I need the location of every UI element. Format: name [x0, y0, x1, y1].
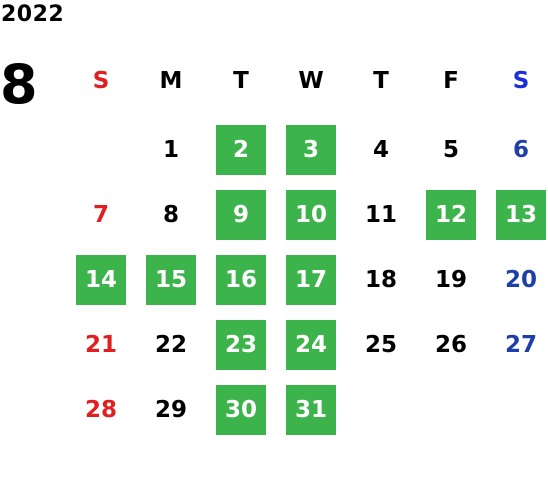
calendar-day[interactable]: 7	[92, 202, 109, 228]
calendar-day[interactable]: 5	[442, 137, 459, 163]
calendar-day-highlighted[interactable]: 24	[286, 320, 336, 370]
weekday-header: T	[373, 68, 389, 94]
calendar-day-highlighted[interactable]: 16	[216, 255, 266, 305]
calendar-day[interactable]: 8	[162, 202, 179, 228]
weekday-header: M	[159, 68, 183, 94]
weekday-header: T	[233, 68, 249, 94]
calendar-day-highlighted[interactable]: 13	[496, 190, 546, 240]
calendar-day-highlighted[interactable]: 31	[286, 385, 336, 435]
calendar-month: 8	[0, 53, 38, 116]
weekday-header: S	[92, 68, 110, 94]
calendar-day[interactable]: 19	[434, 267, 467, 293]
calendar-day[interactable]: 28	[84, 397, 117, 423]
calendar-day-highlighted[interactable]: 9	[216, 190, 266, 240]
calendar-day[interactable]: 25	[364, 332, 397, 358]
calendar-day-highlighted[interactable]: 10	[286, 190, 336, 240]
calendar-year: 2022	[1, 2, 65, 27]
calendar-day[interactable]: 22	[154, 332, 187, 358]
calendar-day[interactable]: 11	[364, 202, 397, 228]
calendar-day[interactable]: 20	[504, 267, 537, 293]
calendar-day[interactable]: 21	[84, 332, 117, 358]
calendar-day-highlighted[interactable]: 15	[146, 255, 196, 305]
calendar-day-highlighted[interactable]: 23	[216, 320, 266, 370]
calendar-day-highlighted[interactable]: 17	[286, 255, 336, 305]
weekday-header: F	[443, 68, 459, 94]
calendar-day[interactable]: 18	[364, 267, 397, 293]
calendar-day[interactable]: 6	[512, 137, 529, 163]
calendar-day-highlighted[interactable]: 2	[216, 125, 266, 175]
calendar-day-highlighted[interactable]: 30	[216, 385, 266, 435]
weekday-header: W	[298, 68, 324, 94]
calendar-day[interactable]: 26	[434, 332, 467, 358]
calendar-day[interactable]: 1	[162, 137, 179, 163]
calendar-day-highlighted[interactable]: 12	[426, 190, 476, 240]
calendar-day-highlighted[interactable]: 14	[76, 255, 126, 305]
calendar-day[interactable]: 4	[372, 137, 389, 163]
calendar-day-highlighted[interactable]: 3	[286, 125, 336, 175]
weekday-header: S	[512, 68, 530, 94]
calendar-day[interactable]: 29	[154, 397, 187, 423]
calendar-day[interactable]: 27	[504, 332, 537, 358]
